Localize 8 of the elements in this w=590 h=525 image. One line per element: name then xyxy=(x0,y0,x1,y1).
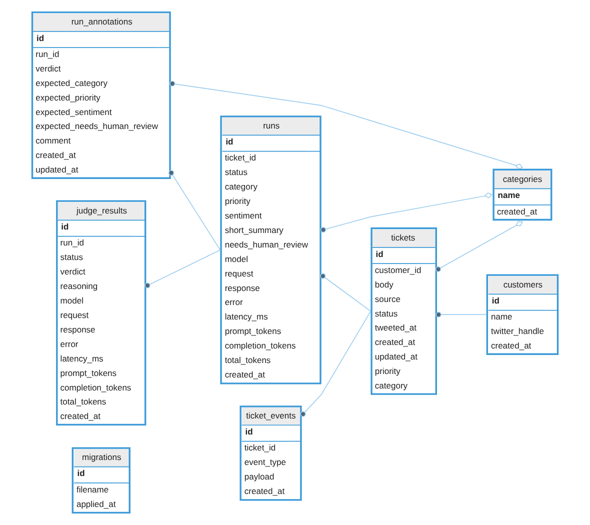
connector xyxy=(436,312,487,318)
connector xyxy=(320,192,493,233)
connector xyxy=(144,250,221,288)
connector xyxy=(320,273,372,312)
connector xyxy=(300,310,372,417)
connector xyxy=(170,80,524,170)
connector xyxy=(435,221,524,272)
connector xyxy=(168,170,221,250)
